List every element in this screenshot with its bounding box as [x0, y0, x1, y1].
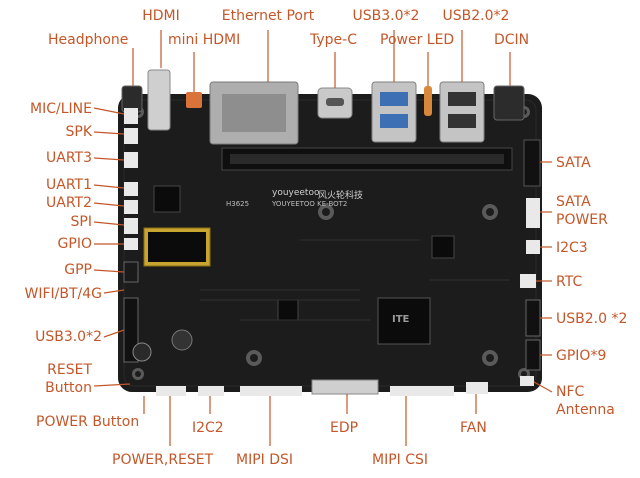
label-wifi-bt-4g: WIFI/BT/4G — [24, 286, 103, 302]
label-i2c3: I2C3 — [556, 240, 588, 256]
spi-header — [124, 218, 138, 234]
label-mipi-csi: MIPI CSI — [372, 452, 429, 468]
usb30-top-port — [371, 81, 417, 143]
silk-brand: youyeetoo — [272, 188, 320, 198]
label-type-c: Type-C — [310, 32, 357, 48]
label-sata: SATA — [556, 155, 591, 171]
uart2-header — [124, 200, 138, 214]
label-gpio9: GPIO*9 — [556, 348, 607, 364]
label-gpp: GPP — [64, 262, 92, 278]
mipi-dsi-connector — [240, 386, 302, 396]
uart1-header — [124, 182, 138, 196]
label-dcin: DCIN — [494, 32, 530, 48]
label-spi: SPI — [70, 214, 92, 230]
silk-model: YOUYEETOO KE-BOT2 — [272, 200, 348, 208]
small-chip — [277, 299, 299, 321]
power-led — [424, 86, 432, 116]
i2c3-header — [526, 240, 540, 254]
label-fan: FAN — [460, 420, 487, 436]
rtc-header — [520, 274, 536, 288]
label-hdmi: HDMI — [142, 8, 180, 24]
label-power-reset: POWER,RESET — [112, 452, 214, 468]
label-uart2: UART2 — [46, 195, 92, 211]
label-uart3: UART3 — [46, 150, 92, 166]
label-mic-line: MIC/LINE — [30, 101, 92, 117]
label-usb20-right: USB2.0 *2 — [556, 311, 628, 327]
fan-header — [466, 382, 488, 394]
spk-header — [124, 128, 138, 144]
label-uart1: UART1 — [46, 177, 92, 193]
label-mipi-dsi: MIPI DSI — [236, 452, 294, 468]
cap — [132, 342, 152, 362]
label-ethernet-port: Ethernet Port — [221, 8, 315, 24]
nfc-connector — [520, 376, 534, 386]
leader-lines — [93, 30, 553, 446]
label-sata-power-line1: SATA — [556, 194, 591, 210]
small-chip — [153, 185, 181, 213]
silk-brand-cn: 风火轮科技 — [318, 191, 364, 201]
mipi-csi-connector — [390, 386, 454, 396]
label-nfc-line1: NFC — [556, 384, 585, 400]
label-usb30-top: USB3.0*2 — [352, 8, 420, 24]
hdmi-connector — [147, 69, 171, 131]
silk-code: H3625 — [226, 200, 250, 208]
label-reset-line1: RESET — [47, 362, 92, 378]
small-chip — [431, 235, 455, 259]
buzzer — [171, 329, 193, 351]
label-headphone: Headphone — [48, 32, 129, 48]
dcin-jack — [493, 85, 525, 121]
label-edp: EDP — [330, 420, 359, 436]
usb20-top-port — [439, 81, 485, 143]
label-spk: SPK — [65, 124, 92, 140]
sata-power-header — [526, 198, 540, 228]
label-usb30-left: USB3.0*2 — [35, 329, 102, 345]
label-sata-power-line2: POWER — [556, 212, 608, 228]
sata-connector — [523, 139, 541, 187]
label-reset-line2: Button — [45, 380, 92, 396]
mic-header — [124, 108, 138, 124]
label-power-button: POWER Button — [36, 414, 140, 430]
label-i2c2: I2C2 — [192, 420, 224, 436]
label-power-led: Power LED — [380, 32, 455, 48]
i2c2-header — [198, 386, 224, 396]
label-mini-hdmi: mini HDMI — [168, 32, 241, 48]
gpp-header — [123, 261, 139, 283]
silk-chip-mark: ITE — [392, 314, 410, 325]
mini-hdmi-connector — [186, 92, 202, 108]
usb20-right-header — [525, 299, 541, 337]
gpio-header — [124, 238, 138, 250]
label-nfc-line2: Antenna — [556, 402, 615, 418]
gpio9-header — [525, 339, 541, 371]
power-reset-header — [156, 386, 186, 396]
label-rtc: RTC — [556, 274, 583, 290]
edp-connector — [311, 379, 379, 395]
label-usb20-top: USB2.0*2 — [442, 8, 510, 24]
uart3-header — [124, 152, 138, 168]
main-chip — [377, 297, 431, 345]
label-gpio: GPIO — [57, 236, 92, 252]
